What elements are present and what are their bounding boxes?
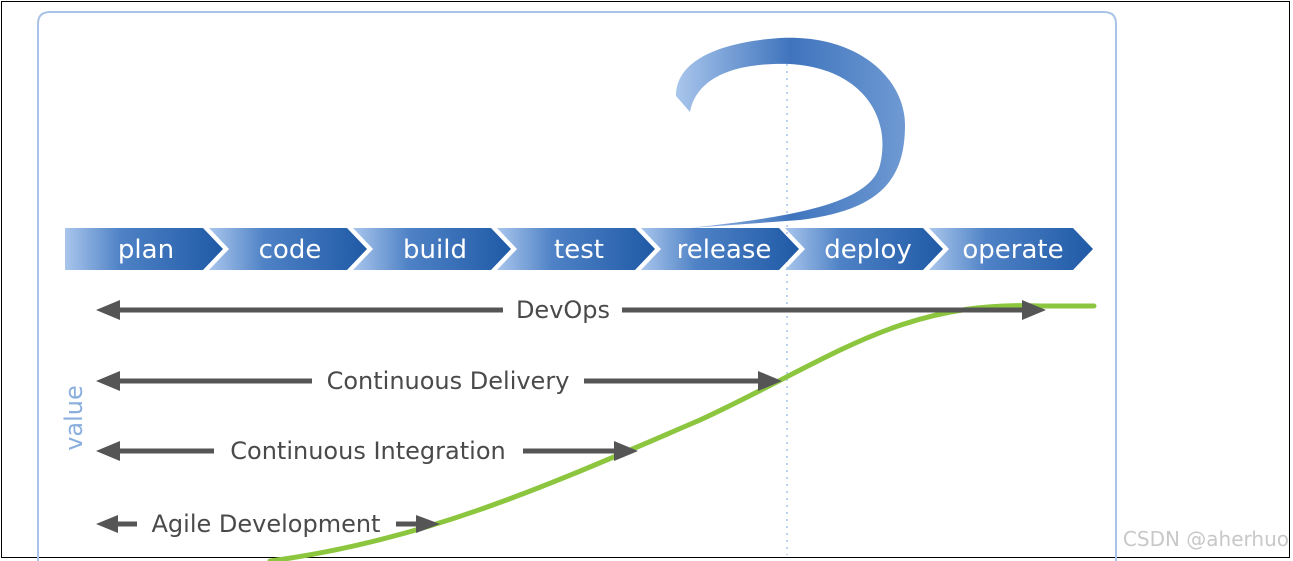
range-label-devops: DevOps: [516, 296, 610, 324]
arrow-left-head-icon: [96, 515, 118, 533]
arrow-right-head-icon: [416, 515, 440, 533]
devops-range: DevOps: [96, 296, 1046, 324]
stage-label: plan: [118, 235, 174, 265]
feedback-loop-ribbon: [676, 37, 905, 229]
inner-frame: [37, 11, 1117, 561]
pipeline-stages: plan code build test release deploy oper…: [65, 228, 1093, 270]
watermark: CSDN @aherhuo: [1122, 527, 1289, 551]
arrow-left-head-icon: [96, 300, 120, 320]
stage-label: test: [554, 235, 604, 265]
range-label-continuous-integration: Continuous Integration: [230, 437, 505, 465]
arrow-right-head-icon: [614, 441, 638, 461]
continuous-delivery-range: Continuous Delivery: [96, 367, 782, 395]
stage-release: release: [641, 228, 799, 270]
stage-label: operate: [962, 235, 1063, 265]
stage-label: deploy: [824, 235, 912, 265]
stage-plan: plan: [65, 228, 223, 270]
arrow-left-head-icon: [96, 441, 120, 461]
arrow-right-head-icon: [1022, 300, 1046, 320]
continuous-integration-range: Continuous Integration: [96, 437, 638, 465]
stage-operate: operate: [929, 228, 1093, 270]
stage-test: test: [497, 228, 655, 270]
stage-label: release: [677, 235, 772, 265]
stage-label: code: [259, 235, 322, 265]
stage-code: code: [209, 228, 367, 270]
stage-label: build: [403, 235, 467, 265]
value-curve: [267, 303, 1097, 561]
value-axis-label: value: [60, 385, 88, 451]
range-label-agile-development: Agile Development: [152, 510, 381, 538]
stage-build: build: [353, 228, 511, 270]
arrow-right-head-icon: [758, 371, 782, 391]
stage-deploy: deploy: [785, 228, 943, 270]
arrow-left-head-icon: [96, 371, 120, 391]
range-label-continuous-delivery: Continuous Delivery: [327, 367, 570, 395]
agile-development-range: Agile Development: [96, 510, 440, 538]
